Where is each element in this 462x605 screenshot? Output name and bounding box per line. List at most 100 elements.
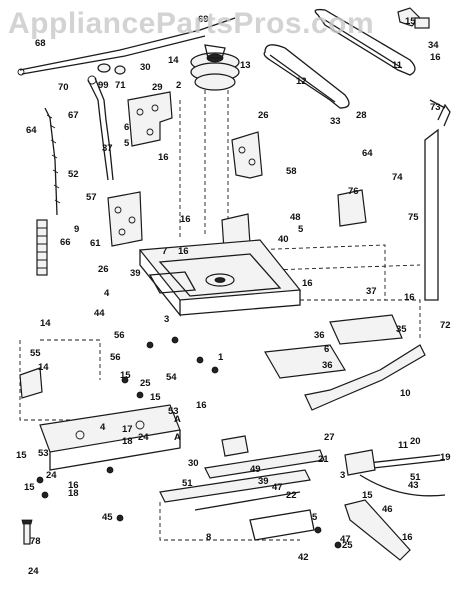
callout-label: 15 — [405, 16, 416, 27]
callout-label: 11 — [392, 60, 403, 71]
callout-label: 70 — [58, 82, 69, 93]
callout-label: 15 — [150, 392, 161, 403]
callout-label: 15 — [16, 450, 27, 461]
callout-label: 52 — [68, 169, 79, 180]
callout-label: 5 — [298, 224, 304, 235]
callout-label: 54 — [166, 372, 177, 383]
callout-label: 16 — [158, 152, 169, 163]
drawing-lines — [17, 7, 451, 561]
callout-label: 2 — [176, 80, 181, 91]
callout-label: 78 — [30, 536, 41, 547]
callout-label: 3 — [164, 314, 169, 325]
callout-label: 13 — [240, 60, 251, 71]
callout-label: 36 — [314, 330, 325, 341]
callout-label: 30 — [140, 62, 151, 73]
callout-label: 47 — [340, 534, 351, 545]
callout-label: 33 — [330, 116, 341, 127]
callout-label: 53 — [168, 406, 179, 417]
callout-label: 24 — [28, 566, 39, 577]
callout-label: 34 — [428, 40, 439, 51]
callout-label: 5 — [312, 512, 318, 523]
callout-label: 56 — [110, 352, 121, 363]
callout-label: 15 — [362, 490, 373, 501]
callout-label: 55 — [30, 348, 41, 359]
callout-label: 15 — [120, 370, 131, 381]
callout-label: 69 — [198, 14, 209, 25]
callout-label: 39 — [258, 476, 269, 487]
callout-label: 74 — [392, 172, 403, 183]
callout-label: 6 — [324, 344, 329, 355]
callout-label: 76 — [348, 186, 359, 197]
callout-label: 25 — [140, 378, 151, 389]
callout-label: 99 — [98, 80, 109, 91]
callout-label: 17 — [122, 424, 133, 435]
callout-label: 21 — [318, 454, 329, 465]
callout-label: 64 — [362, 148, 373, 159]
callout-label: 14 — [40, 318, 51, 329]
callout-label: 71 — [115, 80, 126, 91]
callout-label: A — [174, 414, 181, 425]
callout-label: 43 — [408, 480, 419, 491]
callout-label: 5 — [124, 138, 130, 149]
callout-label: A — [174, 432, 181, 443]
callout-label: 73 — [430, 102, 441, 113]
callout-label: 9 — [74, 224, 79, 235]
callout-label: 16 — [402, 532, 413, 543]
callout-label: 16 — [178, 246, 189, 257]
callout-label: 58 — [286, 166, 297, 177]
callout-label: 16 — [180, 214, 191, 225]
callout-label: 22 — [286, 490, 297, 501]
callout-label: 18 — [68, 488, 79, 499]
callout-label: 14 — [168, 55, 179, 66]
callout-label: 18 — [122, 436, 133, 447]
callout-label: 26 — [98, 264, 109, 275]
callout-label: 24 — [46, 470, 57, 481]
callout-label: 75 — [408, 212, 419, 223]
callout-label: 57 — [86, 192, 97, 203]
callout-label: 72 — [440, 320, 451, 331]
callout-label: 61 — [90, 238, 101, 249]
callout-label: 7 — [162, 246, 167, 257]
callout-label: 16 — [430, 52, 441, 63]
callout-label: 53 — [38, 448, 49, 459]
callout-label: 16 — [68, 480, 79, 491]
callout-label: 16 — [404, 292, 415, 303]
callout-label: 67 — [68, 110, 79, 121]
callout-label: 49 — [250, 464, 261, 475]
callout-label: 24 — [138, 432, 149, 443]
callout-label: 42 — [298, 552, 309, 563]
callout-label: 12 — [296, 76, 307, 87]
callout-label: 10 — [400, 388, 411, 399]
callout-label: 44 — [94, 308, 105, 319]
callout-label: 47 — [272, 482, 283, 493]
callout-label: 37 — [102, 143, 113, 154]
callout-label: 51 — [410, 472, 421, 483]
callout-label: 20 — [410, 436, 421, 447]
callout-label: 14 — [38, 362, 49, 373]
callout-label: 39 — [130, 268, 141, 279]
callout-label: 3 — [340, 470, 345, 481]
callout-label: 25 — [342, 540, 353, 551]
callout-label: 11 — [398, 440, 409, 451]
callout-label: 40 — [278, 234, 289, 245]
callout-label: 6 — [124, 122, 129, 133]
callout-label: 48 — [290, 212, 301, 223]
callout-label: 28 — [356, 110, 367, 121]
callout-label: 68 — [35, 38, 46, 49]
callout-label: 19 — [440, 452, 451, 463]
callout-label: 16 — [196, 400, 207, 411]
callout-label: 35 — [396, 324, 407, 335]
callout-label: 8 — [206, 532, 211, 543]
callout-label: 4 — [104, 288, 110, 299]
callout-label: 46 — [382, 504, 393, 515]
callout-label: 36 — [322, 360, 333, 371]
callout-label: 15 — [24, 482, 35, 493]
callout-label: 1 — [218, 352, 224, 363]
callout-label: 16 — [302, 278, 313, 289]
callout-label: 56 — [114, 330, 125, 341]
callout-label: 37 — [366, 286, 377, 297]
callout-label: 45 — [102, 512, 113, 523]
